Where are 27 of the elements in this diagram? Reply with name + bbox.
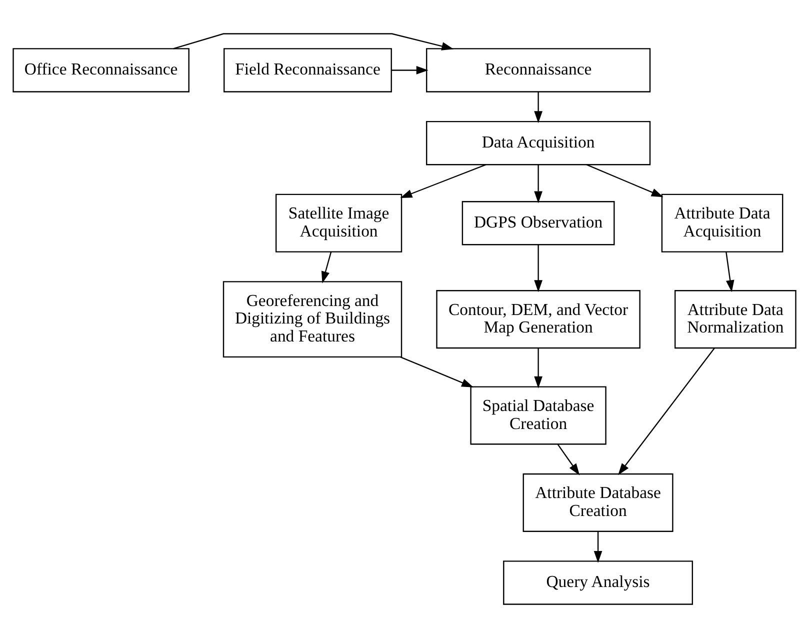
arrow	[557, 444, 580, 475]
arrow	[400, 164, 486, 198]
arrow	[726, 251, 734, 292]
node-box: Field Reconnaissance	[224, 48, 392, 92]
node-box: Contour, DEM, and Vector Map Generation	[436, 290, 640, 348]
node-box: DGPS Observation	[462, 200, 615, 245]
node-box: Attribute Database Creation	[522, 472, 674, 532]
arrow	[618, 347, 716, 475]
node-box: Attribute Data Acquisition	[661, 193, 784, 252]
node-box: Reconnaissance	[426, 48, 651, 92]
node-box: Spatial Database Creation	[470, 386, 606, 444]
arrow	[594, 530, 602, 562]
node-box: Georeferencing and Digitizing of Buildings and Features	[222, 280, 402, 358]
arrow	[586, 164, 664, 197]
arrow	[534, 164, 542, 203]
node-box: Satellite Image Acquisition	[275, 193, 402, 252]
arrow	[534, 244, 542, 292]
arrow	[534, 91, 542, 123]
arrow	[392, 66, 428, 74]
node-box: Data Acquisition	[426, 120, 651, 165]
node-box: Query Analysis	[503, 560, 693, 604]
arrow	[321, 251, 332, 283]
arrow	[534, 348, 542, 388]
arrow	[173, 32, 454, 50]
arrow	[400, 356, 474, 387]
node-box: Office Reconnaissance	[12, 48, 190, 92]
node-box: Attribute Data Normalization	[674, 290, 796, 348]
